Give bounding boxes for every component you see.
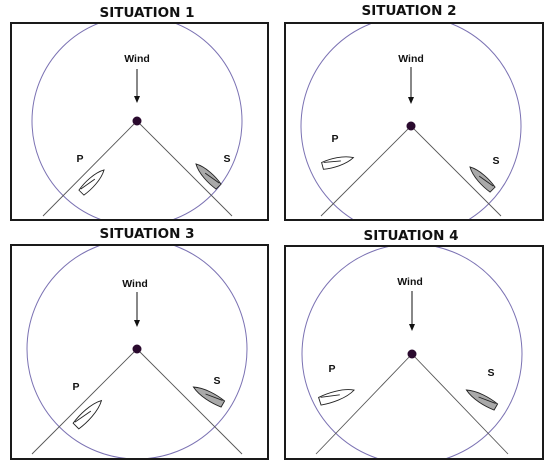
port-boat-label: P	[76, 153, 83, 165]
situation-4-panel: Wind P S	[284, 245, 544, 460]
windward-mark	[406, 121, 416, 131]
starboard-boat-label: S	[487, 367, 494, 379]
situation-2-title: SITUATION 2	[361, 3, 457, 19]
windward-mark	[407, 349, 417, 359]
situation-3-diagram: Wind P S	[26, 246, 248, 458]
starboard-boat	[469, 166, 496, 193]
windward-mark	[132, 116, 142, 126]
starboard-boat-label: S	[223, 153, 230, 165]
situation-1-diagram: Wind P S	[31, 24, 243, 219]
port-boat	[72, 399, 103, 430]
wind-arrow-head	[134, 320, 140, 327]
starboard-layline	[411, 353, 509, 455]
situation-3-title: SITUATION 3	[99, 226, 195, 242]
situation-1-panel: Wind P S	[10, 22, 269, 221]
starboard-layline	[136, 348, 243, 455]
situation-2-diagram: Wind P S	[300, 24, 522, 219]
starboard-boat-label: S	[492, 155, 499, 167]
port-boat-label: P	[72, 381, 79, 393]
situation-2-panel: Wind P S	[284, 22, 544, 221]
port-layline	[315, 353, 413, 455]
starboard-boat	[192, 386, 226, 408]
wind-label: Wind	[398, 53, 424, 65]
wind-arrow-head	[408, 97, 414, 104]
zone-circle	[26, 246, 248, 458]
wind-arrow-head	[409, 324, 415, 331]
starboard-layline	[136, 120, 233, 217]
situation-3-panel: Wind P S	[10, 244, 269, 460]
port-layline	[31, 348, 138, 455]
wind-arrow-head	[134, 96, 140, 103]
situation-4-diagram: Wind P S	[301, 247, 523, 458]
port-layline	[42, 120, 138, 217]
starboard-layline	[410, 125, 502, 217]
situation-1-title: SITUATION 1	[99, 5, 195, 21]
wind-label: Wind	[397, 276, 423, 288]
situation-4-title: SITUATION 4	[363, 228, 459, 244]
port-layline	[320, 125, 412, 217]
zone-circle	[31, 24, 243, 219]
zone-circle	[301, 247, 523, 458]
zone-circle	[300, 24, 522, 219]
port-boat	[78, 169, 105, 196]
wind-label: Wind	[122, 278, 148, 290]
port-boat-label: P	[331, 133, 338, 145]
port-boat	[321, 156, 355, 170]
port-boat	[318, 389, 355, 406]
starboard-boat-label: S	[213, 375, 220, 387]
port-boat-label: P	[328, 363, 335, 375]
starboard-boat	[195, 163, 222, 190]
wind-label: Wind	[124, 53, 150, 65]
starboard-boat	[465, 389, 499, 411]
windward-mark	[132, 344, 142, 354]
